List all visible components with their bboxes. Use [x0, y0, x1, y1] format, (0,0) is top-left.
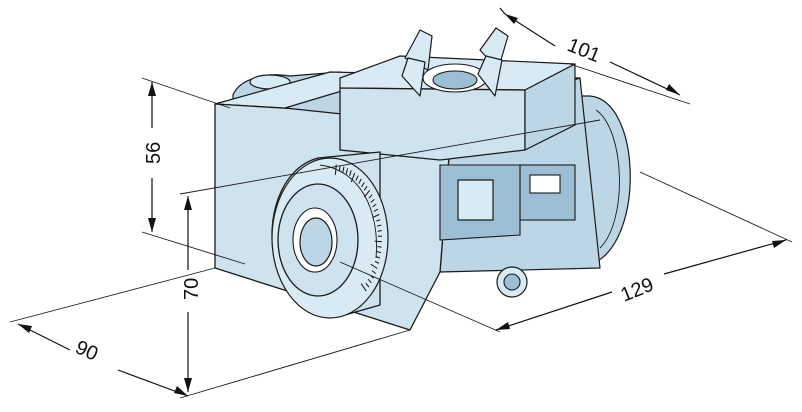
dial-tick [372, 213, 380, 219]
dimension-70: 70 [179, 119, 601, 392]
dimension-90-label: 90 [72, 336, 101, 365]
dial-tick [368, 194, 373, 199]
dial-tick [363, 185, 368, 191]
dial-tick [377, 245, 382, 248]
dial-tick [350, 172, 356, 183]
dial-tick [374, 240, 382, 243]
vise-head [339, 55, 576, 241]
dial-tick [373, 208, 379, 212]
dial-tick [361, 182, 365, 188]
dial-tick [372, 203, 377, 208]
dial-tick [342, 166, 345, 173]
dial-tick [371, 270, 376, 274]
dial-tick [355, 175, 359, 181]
dial-tick [345, 168, 349, 175]
dial-tick [358, 178, 362, 184]
dial-tick [370, 198, 375, 203]
dial-tick [363, 190, 371, 198]
dial-tick [376, 219, 381, 222]
dial-tick [367, 278, 372, 284]
dial-tick [375, 256, 381, 259]
dial-tick [349, 170, 352, 177]
dial-tick [360, 283, 367, 292]
dimension-56: 56 [141, 77, 246, 265]
front-dial [271, 151, 389, 319]
dial-tick [365, 282, 370, 288]
dial-tick [370, 263, 378, 269]
dimension-129-label: 129 [618, 274, 657, 307]
dimension-70-label: 70 [181, 278, 203, 300]
dial-tick [377, 230, 382, 232]
dial-tick [376, 251, 382, 254]
jaw-claws [401, 27, 509, 97]
dimension-56-label: 56 [143, 142, 165, 164]
dimension-101-label: 101 [564, 34, 603, 67]
dial-tick [376, 224, 382, 227]
dial-tick [338, 165, 341, 172]
dial-tick [374, 260, 380, 264]
side-plug [496, 266, 528, 298]
dial-scale [334, 164, 383, 292]
